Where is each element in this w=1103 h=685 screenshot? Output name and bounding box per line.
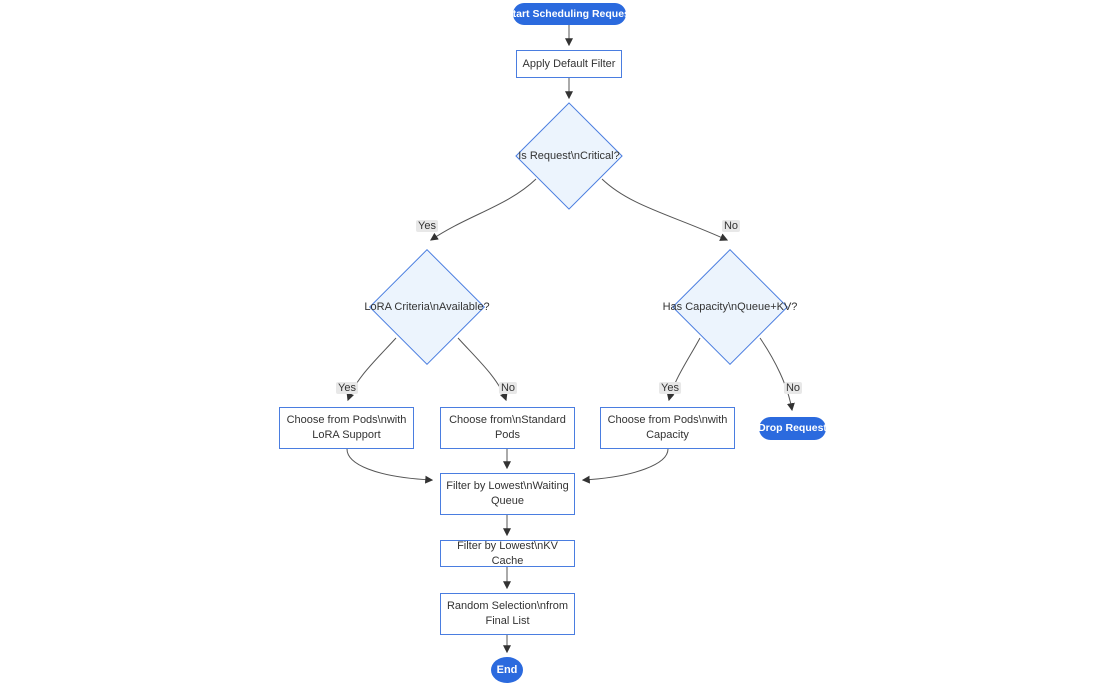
node-label: End xyxy=(496,663,518,676)
edge-label-lora-no: No xyxy=(498,382,518,394)
node-label: Apply Default Filter xyxy=(522,57,616,70)
node-apply-default-filter: Apply Default Filter xyxy=(516,50,622,78)
node-label: LoRA Criteria\nAvailable? xyxy=(364,301,490,313)
node-label: Has Capacity\nQueue+KV? xyxy=(662,301,798,313)
node-random-selection-final-list: Random Selection\nfrom Final List xyxy=(440,593,575,635)
node-label-line1: Choose from Pods\nwith xyxy=(607,414,728,426)
decision-is-request-critical: Is Request\nCritical? xyxy=(509,146,629,166)
decision-lora-criteria-available: LoRA Criteria\nAvailable? xyxy=(362,297,492,317)
edge-capacity-no xyxy=(759,337,795,412)
node-start-scheduling-request: Start Scheduling Request xyxy=(506,3,633,25)
edge-label-capacity-yes: Yes xyxy=(659,382,681,394)
decision-has-capacity: Has Capacity\nQueue+KV? xyxy=(660,297,800,317)
node-end: End xyxy=(491,657,523,683)
node-drop-request: Drop Request xyxy=(758,417,827,440)
node-label: Start Scheduling Request xyxy=(505,7,634,20)
node-label-line2: Pods xyxy=(494,429,521,441)
node-label: Drop Request xyxy=(758,422,827,434)
node-label-line2: Final List xyxy=(485,615,530,627)
node-label-line2: LoRA Support xyxy=(312,429,381,441)
node-choose-pods-capacity: Choose from Pods\nwith Capacity xyxy=(600,407,735,449)
edge-critical-no xyxy=(601,178,729,241)
node-filter-lowest-waiting-queue: Filter by Lowest\nWaiting Queue xyxy=(440,473,575,515)
edge-label-capacity-no: No xyxy=(783,382,803,394)
node-choose-pods-lora-support: Choose from Pods\nwith LoRA Support xyxy=(279,407,414,449)
node-label-line2: Queue xyxy=(490,495,525,507)
node-label-line1: Choose from\nStandard xyxy=(449,414,566,426)
node-label-line1: Filter by Lowest\nWaiting xyxy=(446,480,569,492)
node-label-line1: Random Selection\nfrom xyxy=(446,600,569,612)
node-label-line2: Capacity xyxy=(646,429,689,441)
edge-capacitypods-filterq xyxy=(581,448,669,484)
edge-critical-yes xyxy=(430,178,537,241)
node-label: Filter by Lowest\nKV Cache xyxy=(457,539,558,567)
edge-label-critical-yes: Yes xyxy=(416,220,438,232)
node-label: Is Request\nCritical? xyxy=(518,150,620,162)
edge-capacity-yes xyxy=(666,337,701,402)
edge-lorapods-filterq xyxy=(346,448,434,484)
edge-label-lora-yes: Yes xyxy=(336,382,358,394)
node-filter-lowest-kv-cache: Filter by Lowest\nKV Cache xyxy=(440,540,575,567)
node-label-line1: Choose from Pods\nwith xyxy=(286,414,407,426)
node-choose-standard-pods: Choose from\nStandard Pods xyxy=(440,407,575,449)
edge-label-critical-no: No xyxy=(721,220,741,232)
